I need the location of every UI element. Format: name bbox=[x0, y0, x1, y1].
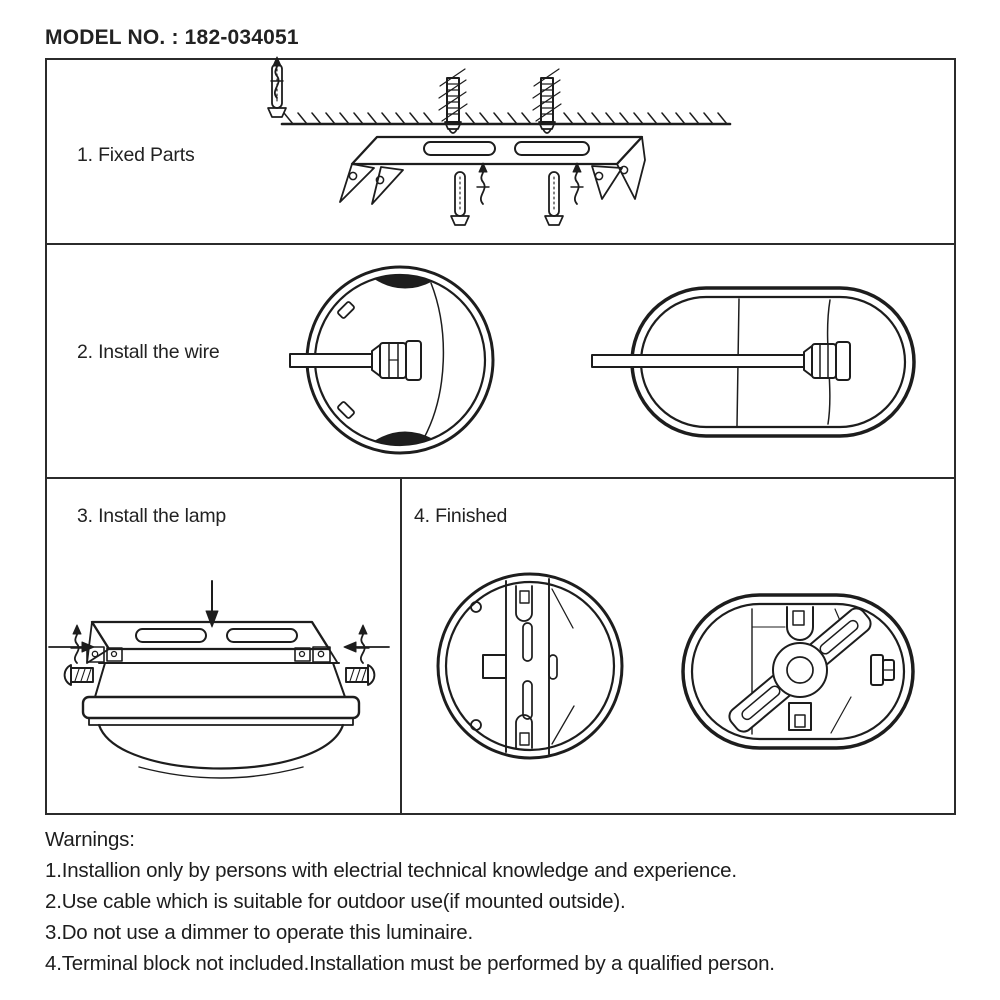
install-lamp-diagram bbox=[48, 580, 390, 779]
step-3-label: 3. Install the lamp bbox=[77, 505, 227, 527]
model-number: MODEL NO. : 182-034051 bbox=[45, 26, 299, 49]
warning-item: 2.Use cable which is suitable for outdoo… bbox=[45, 890, 626, 913]
warnings-section: Warnings: 1.Installion only by persons w… bbox=[45, 824, 975, 979]
panel-install-lamp: 3. Install the lamp bbox=[47, 479, 402, 813]
row-bottom: 3. Install the lamp bbox=[47, 479, 954, 813]
panel-install-wire: 2. Install the wire bbox=[47, 245, 954, 479]
steps-grid: 1. Fixed Parts bbox=[45, 56, 956, 815]
warning-item: 3.Do not use a dimmer to operate this lu… bbox=[45, 921, 473, 944]
fixed-parts-diagram bbox=[267, 56, 732, 226]
warning-item: 1.Installion only by persons with electr… bbox=[45, 859, 737, 882]
round-lamp-finished-diagram bbox=[436, 572, 624, 760]
warnings-title: Warnings: bbox=[45, 828, 135, 851]
step-4-label: 4. Finished bbox=[414, 505, 508, 527]
round-lamp-wire-diagram bbox=[289, 265, 495, 455]
warning-item: 4.Terminal block not included.Installati… bbox=[45, 952, 775, 975]
step-2-label: 2. Install the wire bbox=[77, 341, 220, 363]
step-1-label: 1. Fixed Parts bbox=[77, 144, 195, 166]
oval-lamp-wire-diagram bbox=[591, 286, 916, 438]
panel-fixed-parts: 1. Fixed Parts bbox=[47, 56, 954, 245]
oval-lamp-finished-diagram bbox=[681, 593, 915, 750]
panel-finished: 4. Finished bbox=[402, 479, 954, 813]
